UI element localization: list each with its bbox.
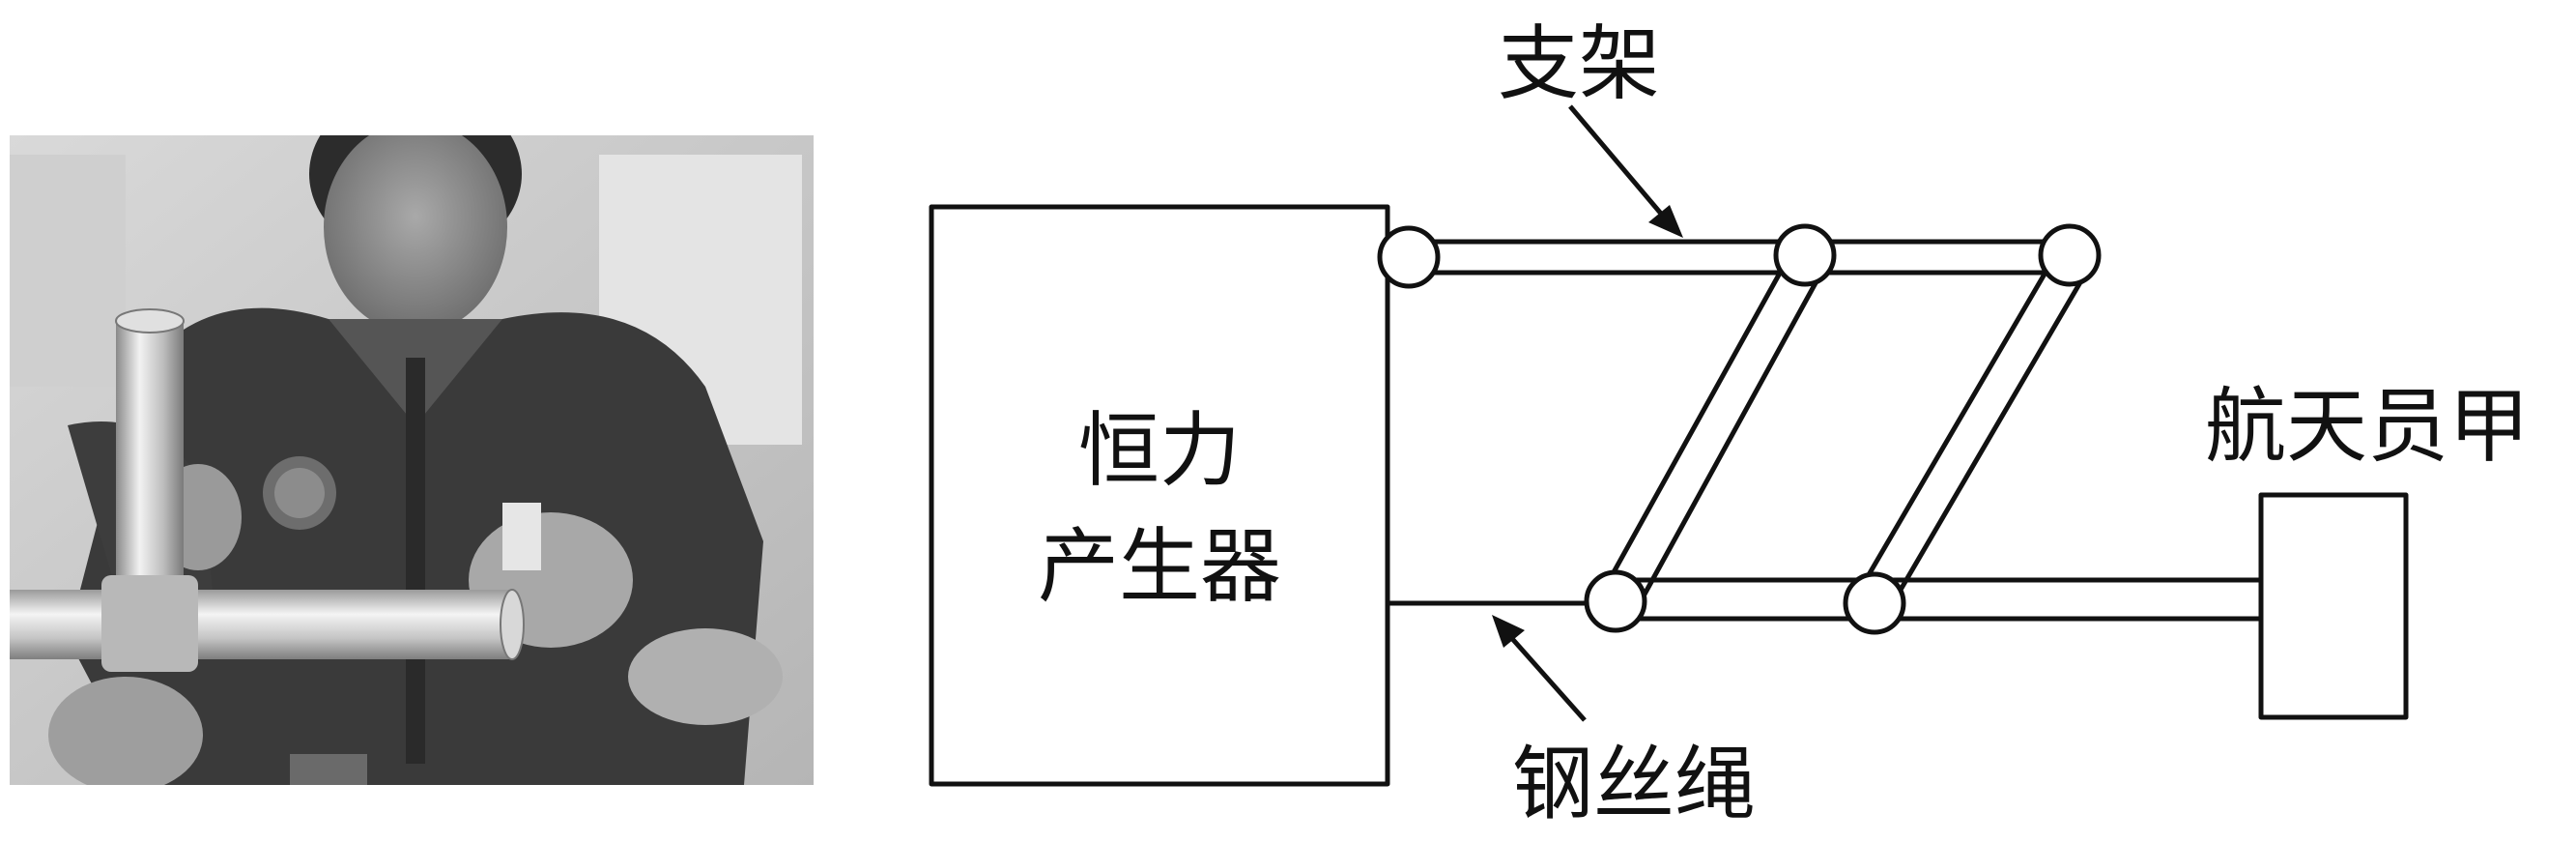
bracket-arrow [1568,104,1669,222]
joint-circle [1584,569,1647,633]
joint-circle [2038,223,2102,287]
wire-rope-label: 钢丝绳 [1512,737,1756,831]
generator-label-line1: 恒力 [1078,403,1241,498]
bracket-label: 支架 [1498,16,1660,111]
joint-circle [1843,571,1906,635]
astronaut-box [2258,492,2409,720]
astronaut-photo [10,135,814,785]
joint-circle [1773,223,1837,287]
bracket-arrow-head [1648,205,1683,238]
generator-label-line2: 产生器 [1038,519,1281,614]
wire-rope-arrow-head [1492,615,1525,648]
wire-rope-arrow [1505,631,1587,722]
joint-circle [1377,225,1441,289]
generator-box [929,204,1390,787]
astronaut-label: 航天员甲 [2205,379,2530,474]
